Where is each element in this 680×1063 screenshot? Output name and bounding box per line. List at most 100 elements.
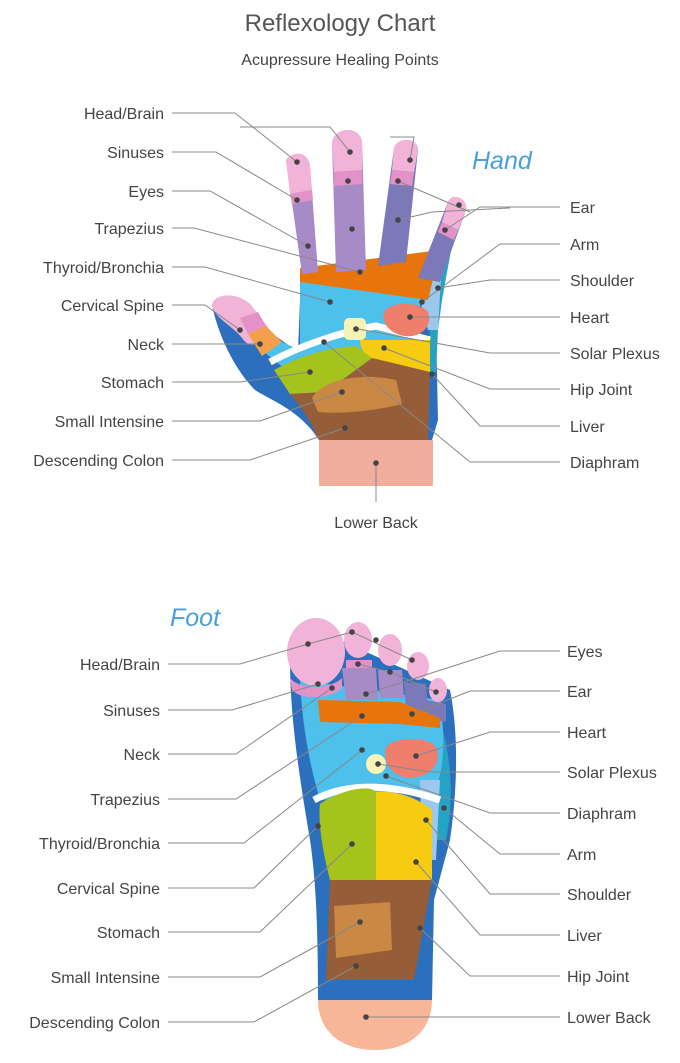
foot-dot-heart [413,753,419,759]
foot-liver-zone [376,791,432,880]
hand-sinus-band-middle [334,170,362,186]
foot-label-stomach: Stomach [97,925,160,942]
foot-dot-eyes [363,691,369,697]
foot-label-sinuses: Sinuses [103,703,160,720]
foot-dot-head-brain-3 [373,637,379,643]
foot-orange-band [318,700,440,728]
foot-label-descending-colon: Descending Colon [29,1015,160,1032]
foot-label-trapezius: Trapezius [90,792,160,809]
hand-orange-band [300,250,440,300]
foot-label-eyes: Eyes [567,644,603,661]
foot-left-labels: Head/Brain Sinuses Neck Trapezius Thyroi… [29,657,161,1032]
foot-label-cervical-spine: Cervical Spine [57,881,160,898]
hand-dot-eyes-middle [349,226,355,232]
hand-label-neck: Neck [128,337,165,354]
foot-dot-liver [413,859,419,865]
hand-dot-small-intestine [339,389,345,395]
hand-neck-zone [248,326,282,356]
hand-dot-sinuses-ring [395,178,401,184]
hand-dot-shoulder [435,285,441,291]
hand-small-intestine-zone [312,376,402,413]
foot-heading: Foot [170,604,221,632]
hand-dot-thyroid [327,299,333,305]
hand-left-labels: Head/Brain Sinuses Eyes Trapezius Thyroi… [33,106,165,470]
hand-label-arm: Arm [570,237,599,254]
hand-label-descending-colon: Descending Colon [33,453,164,470]
hand-heart-zone [383,303,430,337]
foot-toe-2 [344,622,372,658]
hand-dot-head-brain-pinky [456,202,462,208]
hand-label-ear: Ear [570,200,596,217]
foot-dot-head-brain-5 [433,689,439,695]
hand-dot-eyes [305,243,311,249]
foot-label-liver: Liver [567,928,602,945]
hand-dot-sinuses [294,197,300,203]
foot-big-toe [287,618,345,686]
foot-dot-hip-joint [417,925,423,931]
foot-dots [305,629,447,1020]
hand-label-lower-back: Lower Back [334,515,419,532]
hand-label-liver: Liver [570,419,605,436]
hand-label-cervical-spine: Cervical Spine [61,298,164,315]
foot-toe-4 [407,652,429,680]
foot-sinus-band-big [290,678,342,698]
hand-dot-liver [429,371,435,377]
foot-small-intestine-zone [334,902,392,958]
hand-fingertip-ring [392,139,418,172]
hand-fingertip-index [286,153,312,194]
foot-dot-arm [441,805,447,811]
hand-dot-stomach [307,369,313,375]
hand-label-sinuses: Sinuses [107,145,164,162]
hand-liver-zone [360,340,430,372]
hand-dot-head-brain-middle [347,149,353,155]
foot-dot-lower-back [363,1014,369,1020]
hand-dot-descending-colon [342,425,348,431]
hand-heading: Hand [472,147,533,175]
foot-dot-head-brain-2 [349,629,355,635]
hand-dot-head-brain-ring [407,157,413,163]
hand-label-solar-plexus: Solar Plexus [570,346,660,363]
hand-label-heart: Heart [570,310,610,327]
hand-dot-diaphram [321,339,327,345]
foot-label-solar-plexus: Solar Plexus [567,765,657,782]
hand-dot-sinuses-middle [345,178,351,184]
chart-subtitle: Acupressure Healing Points [241,52,439,69]
hand-dots [237,149,462,466]
hand-stomach-zone [274,346,372,394]
foot-dot-diaphram [383,773,389,779]
hand-label-eyes: Eyes [128,184,164,201]
foot-dot-solar-plexus [375,761,381,767]
hand-diaphragm-line [268,322,431,366]
hand-dot-neck [257,341,263,347]
hand-dot-eyes-ring [395,217,401,223]
hand-label-diaphram: Diaphram [570,455,639,472]
hand-label-trapezius: Trapezius [94,221,164,238]
foot-leader-lines [168,631,560,1023]
hand-dot-head-brain [294,159,300,165]
hand-fingertip-middle [332,130,362,172]
hand-illustration [212,130,467,486]
foot-dot-trapezius [359,713,365,719]
hand-dot-cervical-spine [237,327,243,333]
foot-dot-descending-colon [353,963,359,969]
foot-label-arm: Arm [567,847,596,864]
foot-dot-sinuses [315,681,321,687]
hand-right-labels: Ear Arm Shoulder Heart Solar Plexus Hip … [334,200,660,532]
hand-dot-solar-plexus [353,326,359,332]
foot-label-diaphram: Diaphram [567,806,636,823]
chart-title: Reflexology Chart [244,10,436,37]
hand-dot-trapezius [357,269,363,275]
foot-label-small-intestine: Small Intensine [51,970,160,987]
foot-toe-5 [429,678,447,702]
foot-label-hip-joint: Hip Joint [567,969,630,986]
hand-label-small-intestine: Small Intensine [55,414,164,431]
foot-dot-head-brain [305,641,311,647]
foot-ear-zone [404,682,428,712]
foot-dot-head-brain-4 [409,657,415,663]
foot-lower-back-zone [318,1000,432,1050]
hand-dot-arm [419,299,425,305]
foot-eyes-zone [342,668,378,700]
foot-dot-shoulder [423,817,429,823]
foot-heart-zone [385,739,438,778]
